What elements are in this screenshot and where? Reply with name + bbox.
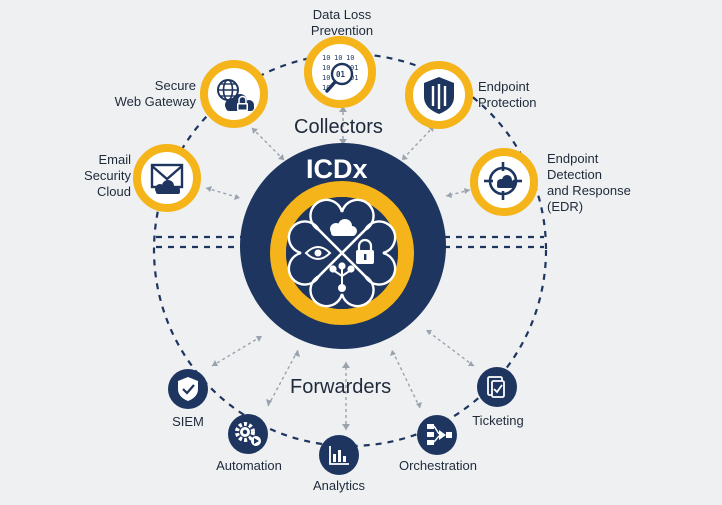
collector-edr-badge[interactable] [470, 148, 538, 216]
collector-email-badge[interactable] [133, 144, 201, 212]
label-email: Email Security Cloud [84, 152, 131, 199]
label-swg: Secure Web Gateway [114, 78, 196, 109]
label-ticketing: Ticketing [472, 413, 524, 428]
ticket-icon [487, 376, 505, 398]
hub-gold-ring [270, 181, 414, 325]
target-cloud-icon [484, 162, 522, 200]
shield-icon [424, 77, 454, 114]
envelope-cloud-icon [150, 163, 184, 194]
svg-text:10: 10 [346, 54, 354, 62]
forwarders-heading: Forwarders [290, 376, 392, 398]
connector-swg [251, 127, 285, 161]
web-lock-icon [217, 79, 254, 111]
label-endpoint: Endpoint Protection [478, 79, 537, 110]
connector-orchestration [391, 349, 421, 409]
label-automation: Automation [216, 458, 282, 473]
svg-text:01: 01 [350, 64, 358, 72]
svg-text:10: 10 [322, 84, 330, 92]
connector-endpoint [401, 125, 435, 161]
collectors-heading: Collectors [294, 116, 383, 138]
gear-play-icon [235, 422, 261, 446]
svg-text:10: 10 [322, 64, 330, 72]
four-petal-icon [287, 198, 397, 308]
eye-icon [304, 246, 332, 260]
label-analytics: Analytics [312, 478, 366, 493]
connector-ticketing [425, 329, 475, 367]
label-dlp: Data Loss Prevention [310, 7, 374, 38]
icdx-hub [240, 143, 446, 349]
forwarder-ticketing-badge[interactable] [477, 367, 517, 407]
forwarder-siem-badge[interactable] [168, 369, 208, 409]
label-edr: Endpoint Detection and Response (EDR) [547, 151, 631, 214]
label-orchestration: Orchestration [398, 458, 478, 473]
connector-email [205, 187, 241, 199]
svg-text:10: 10 [322, 54, 330, 62]
lock-icon [356, 238, 374, 264]
connector-siem [211, 335, 263, 367]
collector-swg-badge[interactable] [200, 60, 268, 128]
svg-text:01: 01 [350, 74, 358, 82]
forwarder-automation-badge[interactable] [228, 414, 268, 454]
collector-endpoint-badge[interactable] [405, 61, 473, 129]
svg-text:01: 01 [336, 70, 346, 79]
cloud-icon [330, 219, 357, 236]
svg-text:10: 10 [322, 74, 330, 82]
forwarder-analytics-badge[interactable] [319, 435, 359, 475]
connectors [205, 106, 475, 430]
network-icon [329, 262, 355, 292]
forwarder-orchestration-badge[interactable] [417, 415, 457, 455]
svg-text:10: 10 [334, 54, 342, 62]
shield-check-icon [178, 377, 198, 401]
flow-icon [427, 424, 452, 445]
hub-title: ICDx [306, 154, 368, 184]
label-siem: SIEM [172, 414, 204, 429]
bar-chart-icon [329, 446, 349, 465]
outer-ring [152, 52, 548, 448]
connector-automation [267, 349, 299, 407]
